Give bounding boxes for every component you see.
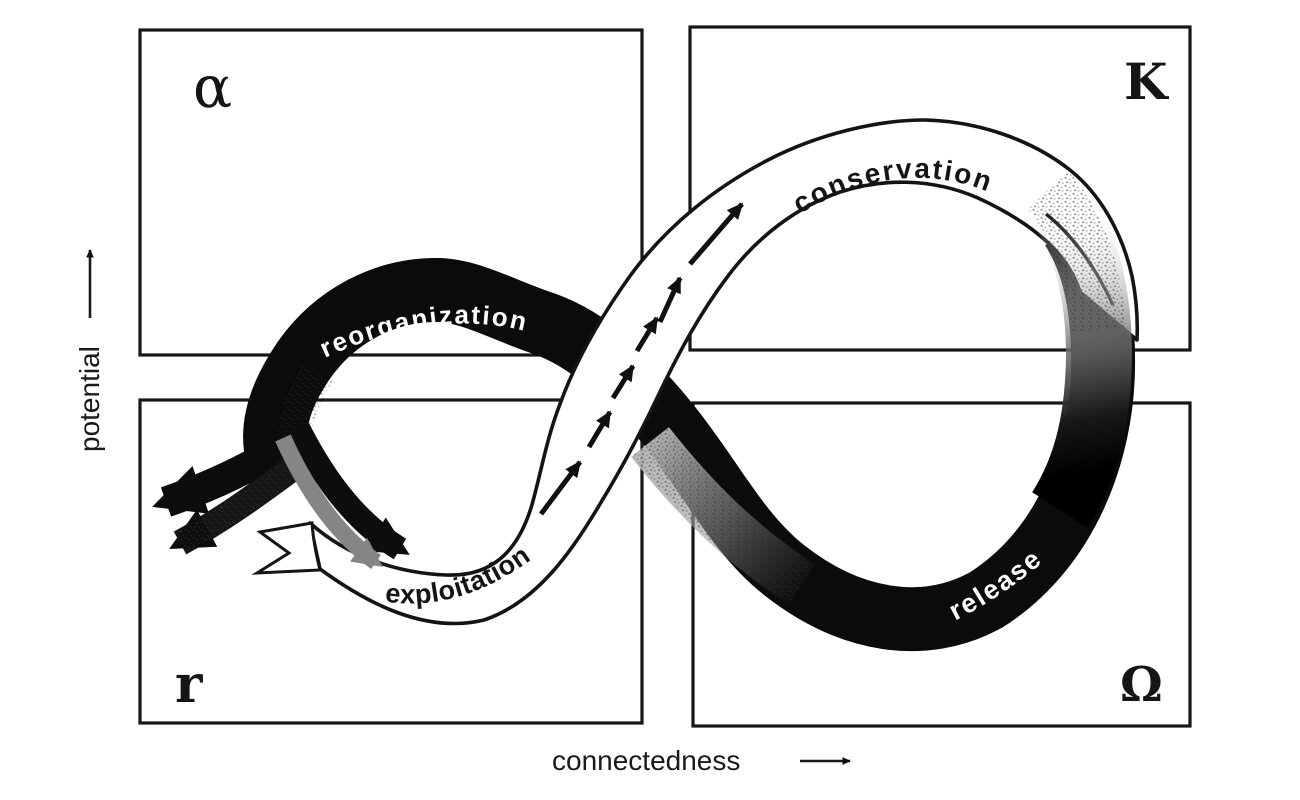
growth-arrow-6 [688,202,744,266]
exit-arrow-upper [152,432,293,517]
quadrant-symbol-alpha: α [193,53,232,121]
light-ribbon-exploitation-conservation [308,118,1140,626]
growth-arrow-4 [634,316,660,353]
growth-arrow-1 [539,460,582,516]
quadrant-symbol-omega: Ω [1120,657,1163,713]
x-axis: connectedness [552,745,851,776]
quadrant-symbol-k: K [1124,52,1169,111]
growth-arrow-5 [657,276,683,324]
x-axis-label: connectedness [552,745,740,776]
growth-arrow-3 [610,364,636,400]
return-arrow-dark [286,420,410,560]
exploitation-tail-notch [251,521,322,575]
conservation-to-release-stipple [1026,171,1126,333]
alpha-exit-arrows [152,420,410,569]
growth-arrows [539,202,744,516]
quadrant-symbol-r: r [175,654,203,715]
exit-arrow-lower-stipple [174,459,300,553]
release-crossing-stipple [632,428,814,603]
return-arrow-gray [275,434,383,569]
y-axis: potential [74,249,105,452]
y-axis-label: potential [74,346,105,452]
growth-arrow-2 [586,410,613,449]
